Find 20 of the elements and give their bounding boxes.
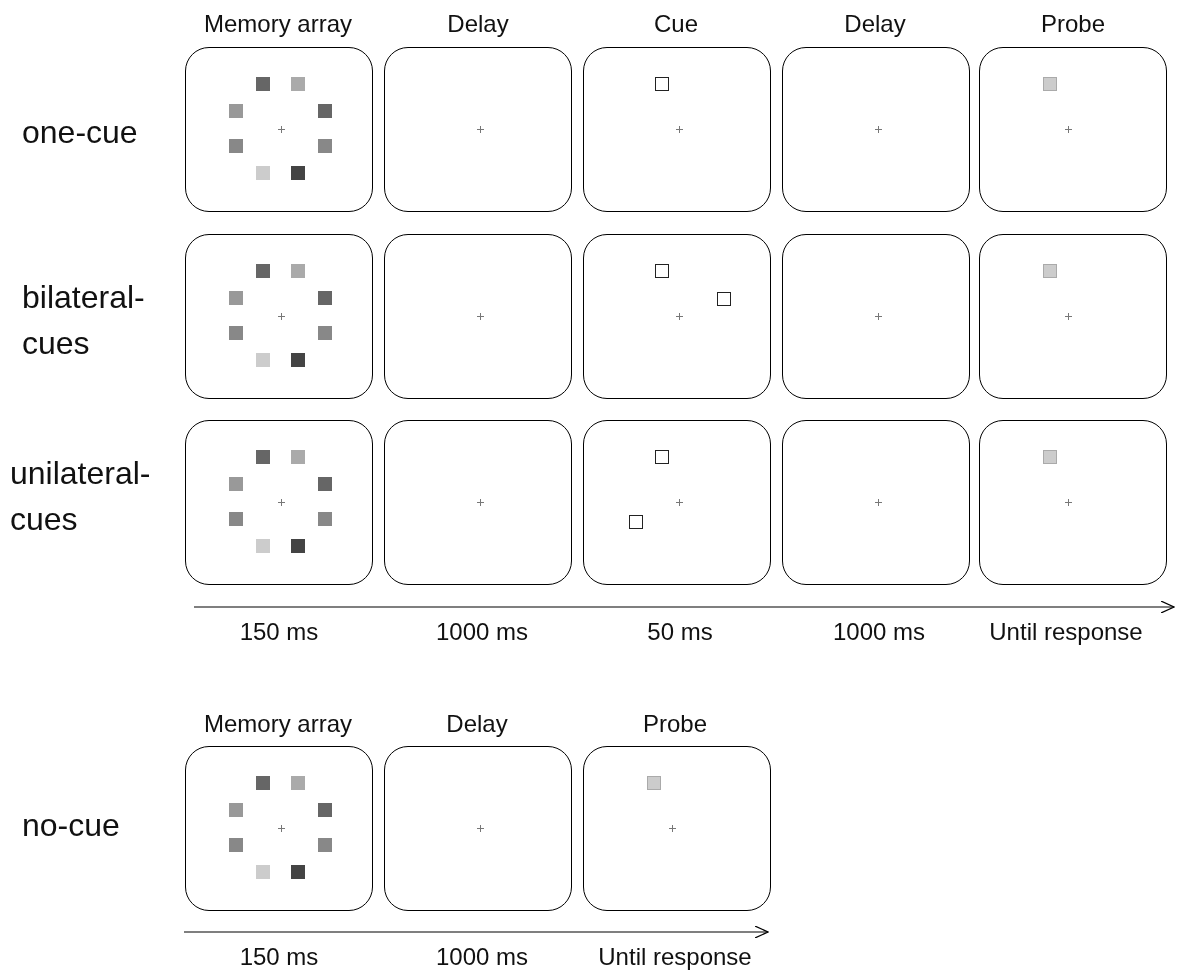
condition-label: one-cue <box>22 113 139 152</box>
column-heading: Probe <box>1039 9 1106 39</box>
duration-label: 1000 ms <box>434 617 530 647</box>
duration-label: 150 ms <box>238 942 320 972</box>
duration-label: 150 ms <box>238 617 320 647</box>
column-heading: Probe <box>641 709 708 739</box>
column-heading: Delay <box>446 9 510 39</box>
duration-label: Until response <box>597 942 753 972</box>
column-heading: Delay <box>445 709 509 739</box>
duration-label: 1000 ms <box>434 942 530 972</box>
column-heading: Memory array <box>203 709 353 739</box>
column-heading: Memory array <box>203 9 353 39</box>
column-heading: Delay <box>843 9 907 39</box>
duration-label: 50 ms <box>646 617 714 647</box>
condition-label: no-cue <box>22 806 121 845</box>
duration-label: 1000 ms <box>831 617 927 647</box>
condition-label: bilateral-cues <box>22 278 146 363</box>
duration-label: Until response <box>988 617 1144 647</box>
column-heading: Cue <box>653 9 699 39</box>
condition-label: unilateral-cues <box>10 454 152 539</box>
